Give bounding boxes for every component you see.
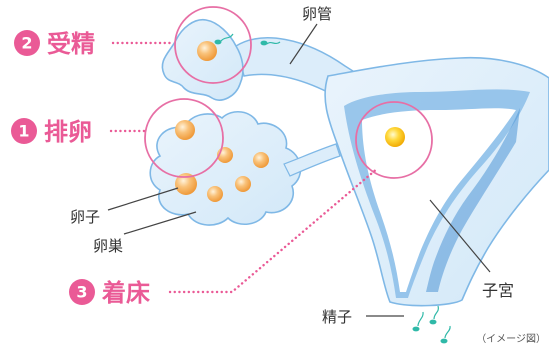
step-number-badge (14, 30, 40, 56)
highlight-circles (144, 6, 433, 179)
step-number: 1 (18, 122, 29, 141)
leader-egg (107, 187, 179, 211)
leader-uterus (429, 199, 491, 273)
egg-fertilized (197, 41, 217, 61)
label-egg: 卵子 (70, 208, 100, 226)
sperm-group (214, 33, 451, 344)
implantation-circle (355, 101, 433, 179)
leader-ovary (123, 211, 197, 235)
step-3: 3 着床 (69, 279, 150, 307)
follicle (207, 186, 223, 202)
uterine-cavity (362, 108, 516, 292)
label-leaders (107, 23, 491, 317)
eggs (175, 41, 405, 202)
ovarian-ligament (283, 143, 341, 177)
step-label: 排卵 (44, 118, 92, 146)
step-number: 2 (21, 34, 32, 53)
follicle (253, 152, 269, 168)
ovulation-circle (144, 98, 224, 178)
step-leaders (109, 41, 380, 294)
sperm-icon (440, 325, 451, 344)
egg-ovulated (175, 120, 195, 140)
uterine-stripe (426, 108, 520, 292)
ovary (149, 111, 302, 226)
follicle (235, 176, 251, 192)
sperm-icon (429, 305, 439, 325)
sperm-icon (214, 33, 234, 45)
anatomy (149, 18, 549, 307)
label-uterus: 子宮 (482, 281, 514, 300)
follicle (175, 173, 197, 195)
step-label: 受精 (47, 30, 95, 58)
label-fallopian-tube: 卵管 (302, 5, 332, 23)
step-2: 2 受精 (14, 30, 95, 58)
step-label: 着床 (102, 279, 150, 307)
egg-implanted (385, 127, 405, 147)
sperm-icon (412, 311, 424, 332)
step-1: 1 排卵 (11, 118, 92, 146)
step-number-badge (11, 118, 37, 144)
leader-implantation (168, 166, 380, 294)
image-note: （イメージ図） (476, 333, 546, 345)
leader-fallopian-tube (289, 23, 318, 65)
step-number-badge (69, 279, 95, 305)
label-ovary: 卵巣 (93, 237, 123, 255)
step-number: 3 (76, 283, 87, 302)
label-sperm: 精子 (322, 308, 352, 326)
fertilization-circle (174, 6, 252, 84)
sperm-icon (260, 40, 281, 46)
